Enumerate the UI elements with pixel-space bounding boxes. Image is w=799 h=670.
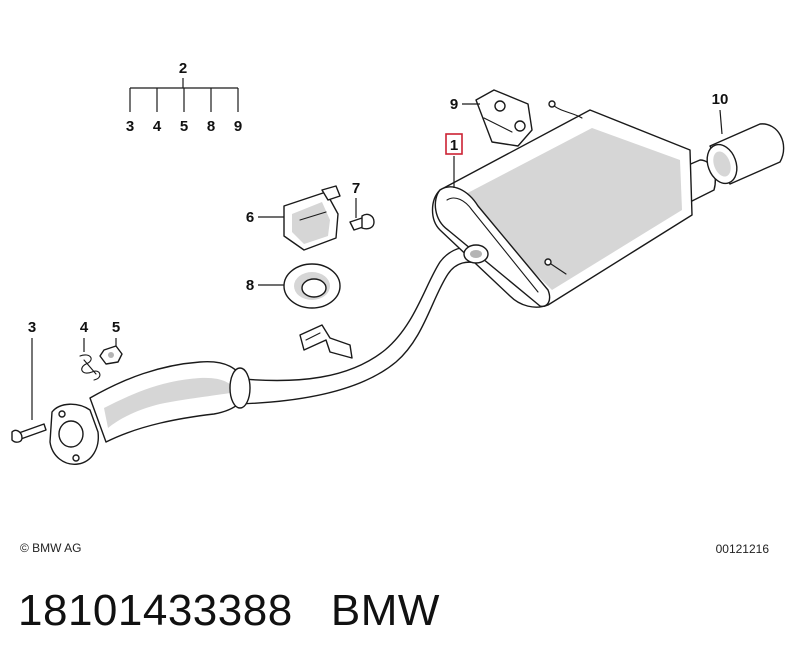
callout-4[interactable]: 4 [80,319,89,336]
callout-7[interactable]: 7 [352,180,360,197]
callout-9[interactable]: 9 [450,96,458,113]
bolt-7[interactable] [349,213,375,231]
callout-6[interactable]: 6 [246,209,254,226]
tailpipe-tip[interactable] [702,123,785,188]
diagram-id: 00121216 [715,542,769,556]
part-number-line: 18101433388 BMW [18,586,440,636]
bolt-3[interactable] [11,423,47,443]
callout-3[interactable]: 3 [28,319,36,336]
callout-group-3[interactable]: 3 [126,118,134,135]
part-number: 18101433388 [18,586,293,635]
mount-6[interactable] [283,185,341,251]
rear-muffler[interactable] [431,100,716,308]
callout-group-8[interactable]: 8 [207,118,215,135]
callout-group-4[interactable]: 4 [153,118,162,135]
callout-8[interactable]: 8 [246,277,254,294]
brand-name: BMW [330,586,440,635]
front-pipe[interactable] [49,246,487,465]
copyright-text: © BMW AG [20,541,82,555]
callout-1[interactable]: 1 [450,137,458,154]
callout-1-highlight-box [445,133,463,155]
spring-4[interactable] [79,354,101,381]
callout-10[interactable]: 10 [712,91,729,108]
bracket-9[interactable] [475,89,533,147]
callouts: 1 9 10 6 7 8 3 4 5 [28,91,729,420]
callout-5[interactable]: 5 [112,319,120,336]
rubber-ring-8[interactable] [283,263,341,309]
pipe-hanger-clip[interactable] [299,324,353,359]
nut-5[interactable] [99,345,123,365]
callout-group-9[interactable]: 9 [234,118,242,135]
callout-2[interactable]: 2 [179,60,187,77]
callout-group-5[interactable]: 5 [180,118,188,135]
group-bracket-2: 2 3 4 5 8 9 [126,60,242,135]
